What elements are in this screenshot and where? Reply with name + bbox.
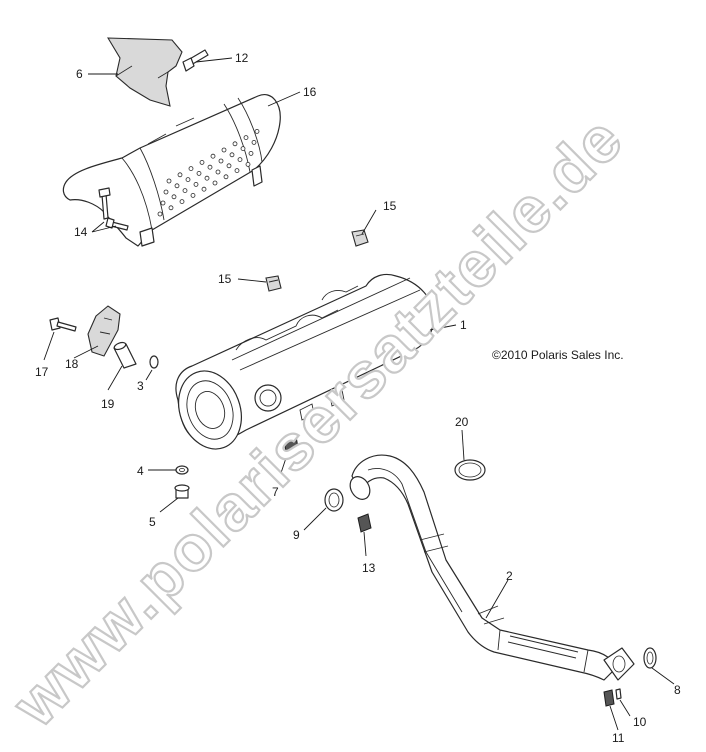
shield-perforation [234,168,240,174]
copyright-notice: ©2010 Polaris Sales Inc. [492,348,624,362]
shield-perforation [229,152,235,158]
callout-9: 9 [293,528,300,542]
shield-perforation [193,181,199,187]
shield-perforation [218,158,224,164]
shield-perforation [248,150,254,156]
shield-perforation [251,139,257,145]
callout-7: 7 [272,485,279,499]
clamp-part-7 [283,435,299,453]
shield-perforation [185,177,191,183]
gasket-part-8 [643,647,657,669]
callout-14: 14 [74,225,88,239]
shield-perforation [182,188,188,194]
shield-perforation [188,166,194,172]
callout-15-lower: 15 [218,272,232,286]
spacer-part-19 [113,341,137,369]
shield-perforation [166,178,172,184]
heat-shield-bracket-part-6 [107,37,183,107]
shield-perforation [223,174,229,180]
callout-12: 12 [235,51,249,65]
shield-perforation [243,135,249,141]
shield-perforation [240,146,246,152]
callout-2: 2 [506,569,513,583]
gasket-part-9 [324,488,344,512]
callout-10: 10 [633,715,647,729]
leader-lines [43,57,675,731]
washer-part-10 [615,688,622,700]
shield-perforation [196,170,202,176]
clip-part-15-upper [351,229,369,247]
shield-perforation [204,175,210,181]
exhaust-pipe-part-2 [349,454,635,681]
spring-part-13 [357,513,372,533]
shield-perforation [215,169,221,175]
callout-labels: 6 12 16 14 15 15 1 17 18 19 3 4 5 7 9 13… [35,51,681,745]
shield-perforation [168,205,174,211]
bolt-part-12 [182,49,209,72]
shield-perforation [232,141,238,147]
shield-perforation [254,128,260,134]
muffler-heat-shield-part-16 [62,94,281,247]
bolt-part-17 [49,317,77,332]
callout-1: 1 [460,318,467,332]
callout-18: 18 [65,357,79,371]
callout-17: 17 [35,365,49,379]
washer-part-4 [175,465,189,475]
clamp-part-20 [454,459,486,481]
bolts-part-14 [98,187,129,231]
shield-perforation [199,159,205,165]
muffler-part-1 [175,273,435,450]
callout-4: 4 [137,464,144,478]
shield-perforation [245,161,251,167]
ring-part-3 [149,355,159,369]
callout-8: 8 [674,683,681,697]
nut-part-5 [174,484,190,499]
clip-part-15-lower [265,275,282,292]
shield-perforation [226,163,232,169]
callout-6: 6 [76,67,83,81]
shield-perforation [190,192,196,198]
shield-perforation [160,200,166,206]
callout-5: 5 [149,515,156,529]
shield-perforation [171,194,177,200]
callout-13: 13 [362,561,376,575]
shield-perforation [157,211,163,217]
callout-16: 16 [303,85,317,99]
shield-perforation [212,180,218,186]
callout-19: 19 [101,397,115,411]
shield-perforation [174,183,180,189]
shield-perforation [177,172,183,178]
callout-20: 20 [455,415,469,429]
shield-perforation [221,147,227,153]
callout-15-upper: 15 [383,199,397,213]
shield-perforation [210,153,216,159]
callout-11: 11 [612,731,625,745]
callout-3: 3 [137,379,144,393]
shield-perforation [163,189,169,195]
shield-perforation [201,186,207,192]
spring-part-11 [603,689,615,707]
bracket-part-18 [87,305,121,357]
shield-perforation [237,157,243,163]
shield-perforation [179,199,185,205]
shield-perforation [207,164,213,170]
